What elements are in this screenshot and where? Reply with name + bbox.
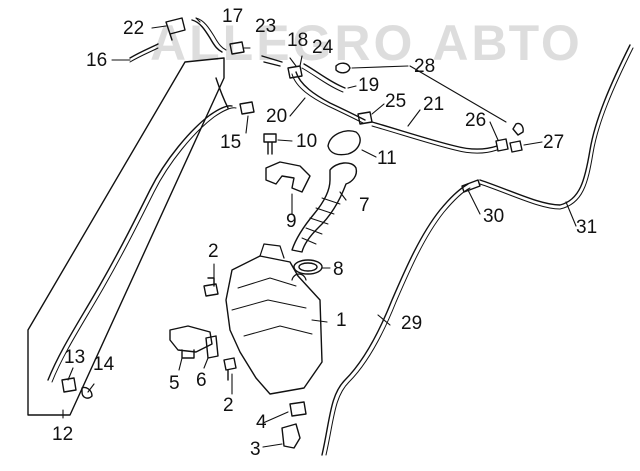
part-15 <box>239 101 255 115</box>
pump-5 <box>169 325 213 359</box>
part-14 <box>81 386 93 399</box>
cap-11 <box>327 130 361 156</box>
callout-8: 8 <box>333 259 344 280</box>
callout-16: 16 <box>86 50 108 71</box>
filler-7 <box>291 162 358 253</box>
connector-30 <box>461 179 481 193</box>
bolt-2-upper <box>203 277 219 297</box>
callout-13: 13 <box>64 347 86 368</box>
callout-20: 20 <box>266 106 288 127</box>
bracket-9 <box>265 161 311 193</box>
connector-25 <box>357 111 373 125</box>
callout-5: 5 <box>169 373 180 394</box>
hose-19 <box>303 63 346 89</box>
callout-26: 26 <box>465 110 487 131</box>
hose-12-side <box>215 77 229 109</box>
elbow-27 <box>509 122 524 153</box>
callout-10: 10 <box>296 131 318 152</box>
callout-30: 30 <box>483 206 505 227</box>
hose-29 <box>321 183 469 456</box>
reservoir-1 <box>225 255 323 395</box>
clip-24 <box>287 65 303 79</box>
hose-31 <box>479 44 631 206</box>
callout-12: 12 <box>52 424 74 445</box>
callout-6: 6 <box>196 370 207 391</box>
callout-18: 18 <box>287 30 309 51</box>
hose-17 <box>191 19 223 53</box>
callout-2-upper: 2 <box>208 241 219 262</box>
callout-22: 22 <box>123 18 145 39</box>
callout-2-lower: 2 <box>223 395 234 416</box>
callout-4: 4 <box>256 412 267 433</box>
connector-3 <box>281 423 301 449</box>
part-13 <box>61 377 77 393</box>
callout-11: 11 <box>377 148 397 169</box>
bolt-2-lower <box>223 357 237 381</box>
clip-28 <box>335 62 351 74</box>
grommet-8 <box>293 259 323 275</box>
callout-3: 3 <box>250 439 261 460</box>
callout-17: 17 <box>222 6 244 27</box>
callout-28: 28 <box>414 56 436 77</box>
connector-23 <box>229 41 245 55</box>
callout-1: 1 <box>336 310 347 331</box>
callout-23: 23 <box>255 16 277 37</box>
hose-16 <box>129 43 159 59</box>
hose-12-inner <box>47 105 233 381</box>
hose-20 <box>295 71 366 121</box>
callout-31: 31 <box>576 217 598 238</box>
group-12-bracket <box>27 57 225 416</box>
cap-4 <box>289 401 307 417</box>
watermark: ALLEGRO АВТО <box>150 15 583 71</box>
callout-19: 19 <box>358 75 380 96</box>
callout-15: 15 <box>220 132 242 153</box>
callout-9: 9 <box>286 211 297 232</box>
callout-21: 21 <box>423 94 445 115</box>
hose-21 <box>371 121 498 150</box>
callout-25: 25 <box>385 91 407 112</box>
bolt-10 <box>263 133 277 155</box>
connector-18 <box>261 55 283 67</box>
leader-lines <box>62 17 577 448</box>
grommet-6 <box>205 335 219 359</box>
callout-27: 27 <box>543 132 565 153</box>
callout-14: 14 <box>93 354 115 375</box>
connector-26 <box>495 138 509 152</box>
callout-7: 7 <box>359 195 370 216</box>
callout-24: 24 <box>312 37 334 58</box>
nozzle-22 <box>165 17 186 41</box>
callout-29: 29 <box>401 313 423 334</box>
